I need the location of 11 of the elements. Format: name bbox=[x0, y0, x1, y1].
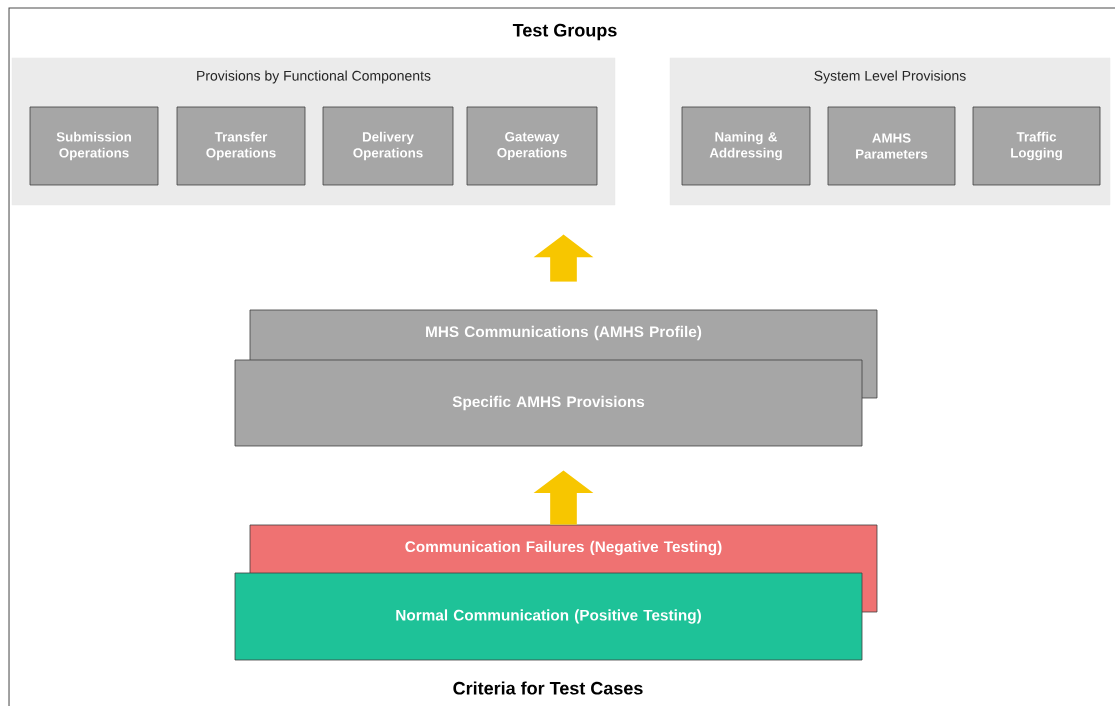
test-group-box: Transfer Operations bbox=[176, 106, 306, 186]
test-group-box: Traffic Logging bbox=[972, 106, 1101, 186]
layer-box: Specific AMHS Provisions bbox=[234, 359, 863, 447]
test-group-box: Submission Operations bbox=[29, 106, 159, 186]
test-group-box: Delivery Operations bbox=[322, 106, 454, 186]
title: Test Groups bbox=[512, 23, 617, 41]
layer-box: Normal Communication (Positive Testing) bbox=[234, 572, 863, 661]
test-group-box: Gateway Operations bbox=[466, 106, 598, 186]
caption: Criteria for Test Cases bbox=[453, 681, 643, 695]
test-group-box: AMHS Parameters bbox=[827, 106, 956, 186]
test-group-box: Naming & Addressing bbox=[681, 106, 811, 186]
